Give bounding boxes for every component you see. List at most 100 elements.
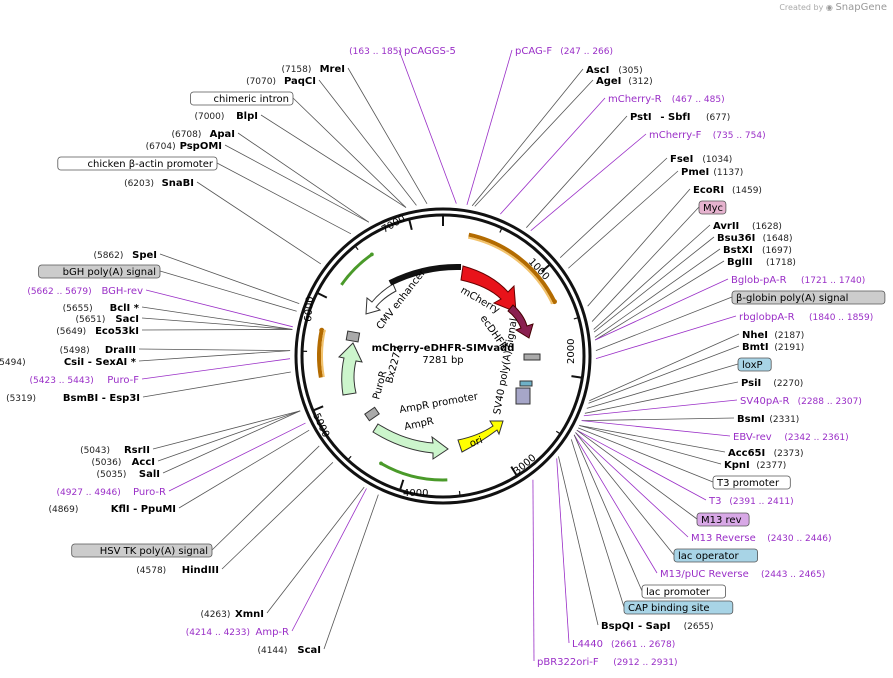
leader-line <box>178 429 310 509</box>
feature-arcs <box>317 232 557 482</box>
tick-mark <box>312 405 324 412</box>
leader-line <box>594 278 729 341</box>
primer-range: (2661 .. 2678) <box>611 640 675 650</box>
enzyme-site: PstI <box>630 112 652 123</box>
feature-name: CAP binding site <box>628 603 710 614</box>
feature-label-ampr-promoter: AmpR promoter <box>399 391 480 416</box>
enzyme-site: AccI <box>132 457 155 468</box>
tick-label: 2000 <box>566 339 577 364</box>
leader-line <box>323 494 379 650</box>
feature-box <box>731 290 886 305</box>
leader-line <box>579 425 722 465</box>
feature-name: loxP <box>742 360 763 371</box>
enzyme-site: Eco53kI <box>95 326 139 337</box>
enzyme-position: (1697) <box>762 246 792 256</box>
tick-mark-minor <box>347 455 352 461</box>
leader-line <box>593 224 711 330</box>
feature-arrows <box>337 263 541 460</box>
enzyme-position: (5498) <box>60 346 90 356</box>
feature-name: β-globin poly(A) signal <box>736 293 848 304</box>
leader-line <box>260 114 407 208</box>
leader-line <box>291 488 367 632</box>
backbone-outer <box>294 207 592 505</box>
enzyme-site: EcoRI <box>693 185 724 196</box>
feature-box <box>696 512 750 527</box>
leader-line <box>573 434 658 574</box>
enzyme-position: (1034) <box>702 155 732 165</box>
primer-range: (5662 .. 5679) <box>27 287 91 297</box>
enzyme-site: SalI <box>139 469 160 480</box>
feature-box <box>71 543 213 558</box>
enzyme-position: (5651) <box>75 315 105 325</box>
feature-arc-orange-left-light <box>321 330 326 378</box>
feature-arc-orange-light <box>467 236 553 304</box>
enzyme-site: Bsu36I <box>717 233 755 244</box>
enzyme-position: (2187) <box>774 331 804 341</box>
primer-range: (735 .. 754) <box>713 131 766 141</box>
leader-line <box>581 417 735 422</box>
leader-line <box>587 188 691 307</box>
enzyme-position: (312) <box>628 77 652 87</box>
feature-label-ori: ori <box>468 435 484 450</box>
feature-arc-orange-head <box>551 299 557 305</box>
primer-range: (247 .. 266) <box>560 47 613 57</box>
mcherry-arrow <box>460 265 517 313</box>
enzyme-site: PaqCI <box>284 76 316 87</box>
leader-line <box>573 434 643 592</box>
feature-name: chicken β-actin promoter <box>88 159 214 170</box>
enzyme-position: (2377) <box>756 461 786 471</box>
enzyme-position: (1137) <box>713 168 743 178</box>
enzyme-position: (5862) <box>93 251 123 261</box>
ecdhfr-arrow <box>507 304 534 339</box>
primer-name: M13 Reverse <box>691 533 756 544</box>
primer-name: pCAG-F <box>515 46 552 57</box>
enzyme-site: SpeI <box>132 250 157 261</box>
feature-box <box>712 475 791 490</box>
tick-mark-minor <box>573 316 579 320</box>
plasmid-length: 7281 bp <box>422 355 463 366</box>
feature-box <box>673 548 758 563</box>
enzyme-site: PsiI <box>741 378 761 389</box>
leader-line <box>141 317 293 330</box>
feature-arc-orange-left <box>317 329 324 378</box>
enzyme-position: (6708) <box>171 130 201 140</box>
leader-line <box>586 363 739 409</box>
enzyme-position: (305) <box>618 66 642 76</box>
enzyme-position: (2270) <box>773 379 803 389</box>
leader-line <box>157 410 301 462</box>
feature-name: HSV TK poly(A) signal <box>100 546 208 557</box>
feature-box <box>737 357 772 372</box>
primer-range: (467 .. 485) <box>672 95 725 105</box>
enzyme-site: RsrII <box>124 445 150 456</box>
leader-line <box>237 132 370 223</box>
feature-name: lac promoter <box>646 587 711 598</box>
enzyme-position: (5035) <box>96 470 126 480</box>
leader-line <box>556 458 570 644</box>
feature-name: chimeric intron <box>214 94 289 105</box>
enzyme-site: BglII <box>727 257 753 268</box>
leader-line <box>579 425 726 453</box>
leader-line <box>559 157 668 258</box>
leader-line <box>532 479 535 662</box>
small-feature-box <box>364 406 380 422</box>
enzyme-site: BspQI <box>601 621 634 632</box>
leader-line <box>584 381 739 414</box>
primer-range: (1721 .. 1740) <box>801 276 865 286</box>
primer-range: (2430 .. 2446) <box>767 534 831 544</box>
primer-arc-green-bottom-head <box>379 461 383 466</box>
promoter-black-arc <box>388 263 462 286</box>
feature-label-ampr: AmpR <box>403 416 435 433</box>
leader-line <box>466 49 513 205</box>
tick-mark-minor <box>499 227 503 233</box>
plasmid-name: mCherry-eDHFR-SIMvadd <box>372 343 515 354</box>
feature-arc-orange-left-head <box>319 327 325 333</box>
leader-line <box>142 371 291 398</box>
primer-range: (4214 .. 4233) <box>186 628 250 638</box>
enzyme-site: DraIII <box>105 345 136 356</box>
primer-name: L4440 <box>572 639 603 650</box>
leader-line <box>568 170 679 269</box>
enzyme-site: AgeI <box>596 76 621 87</box>
leader-line <box>593 236 715 333</box>
feature-arc-orange <box>468 232 557 303</box>
enzyme-position: (7158) <box>281 65 311 75</box>
